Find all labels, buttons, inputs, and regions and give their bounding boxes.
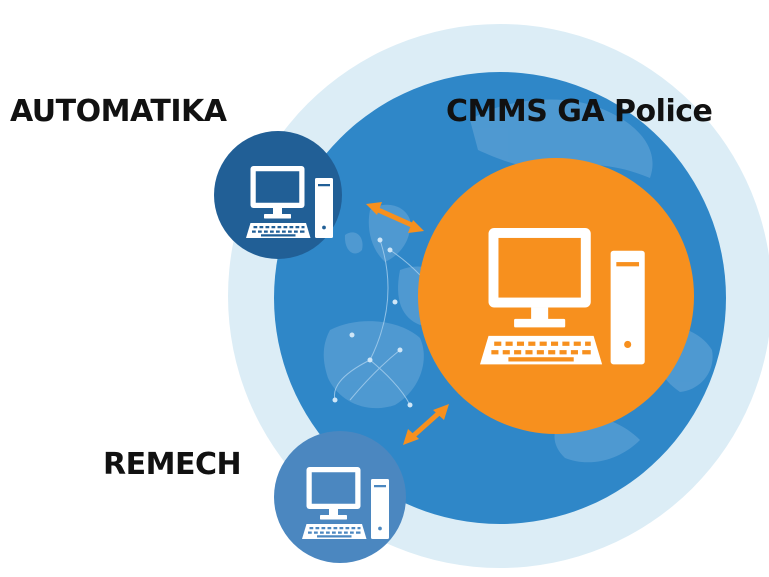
- node-automatika: [214, 131, 342, 259]
- node-remech: [274, 431, 406, 563]
- node-cmms: [418, 158, 694, 434]
- label-cmms: CMMS GA Police: [446, 94, 713, 129]
- arrow-automatika-cmms: [366, 202, 424, 233]
- label-automatika: AUTOMATIKA: [10, 94, 227, 129]
- arrow-remech-cmms: [403, 404, 449, 445]
- label-remech: REMECH: [103, 447, 242, 482]
